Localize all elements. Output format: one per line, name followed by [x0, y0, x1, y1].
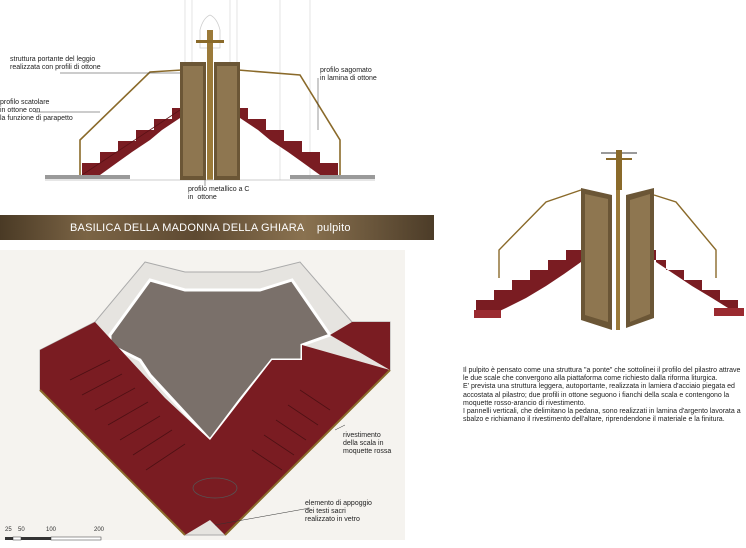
scale-tick-50: 50 [18, 527, 25, 533]
label-structure: struttura portante del leggio realizzata… [10, 56, 101, 71]
description-line: I pannelli verticali, che delimitano la … [463, 408, 741, 416]
label-cladding: rivestimento della scala in moquette ros… [343, 432, 392, 455]
scale-bar-graphic [5, 536, 102, 541]
scale-tick-100: 100 [46, 527, 57, 533]
description-line: accostata al pilastro; due profili in ot… [463, 391, 730, 399]
persp-left-stairs [476, 250, 581, 315]
left-handrail [79, 69, 183, 175]
persp-right-stairs [652, 250, 738, 310]
glass-support [192, 477, 238, 499]
left-staircase [82, 108, 180, 175]
perspective-drawing [474, 150, 744, 330]
statue-outline [199, 14, 221, 49]
right-staircase [240, 108, 338, 175]
scale-tick-200: 200 [94, 527, 105, 533]
description-line: le due scale che convergono alla piattaf… [463, 375, 718, 383]
description-line: moquette rosso-arancio di rivestimento. [463, 399, 586, 407]
description-line: Il pulpito è pensato come una struttura … [463, 367, 741, 374]
banner-title: BASILICA DELLA MADONNA DELLA GHIARA pulp… [70, 222, 351, 234]
scale-tick-25: 25 [5, 527, 12, 533]
plan-right-stairs [210, 322, 390, 535]
description-text: Il pulpito è pensato come una struttura … [463, 367, 746, 424]
right-handrail [237, 69, 341, 175]
plan-view-drawing [0, 250, 405, 541]
label-box-profile: profilo scatolare in ottone con la funzi… [0, 99, 73, 122]
front-elevation-drawing [35, 0, 375, 186]
title-banner: BASILICA DELLA MADONNA DELLA GHIARA pulp… [0, 215, 434, 240]
description-line: sbalzo e richiamano il rivestimento dell… [463, 416, 725, 424]
plan-left-stairs [40, 322, 210, 535]
label-shaped-profile: profilo sagomato in lamina di ottone [320, 67, 377, 82]
description-line: E' prevista una struttura leggera, autop… [463, 383, 735, 391]
label-c-profile: profilo metallico a C in ottone [188, 186, 250, 201]
label-support: elemento di appoggio dei testi sacri rea… [305, 500, 372, 523]
